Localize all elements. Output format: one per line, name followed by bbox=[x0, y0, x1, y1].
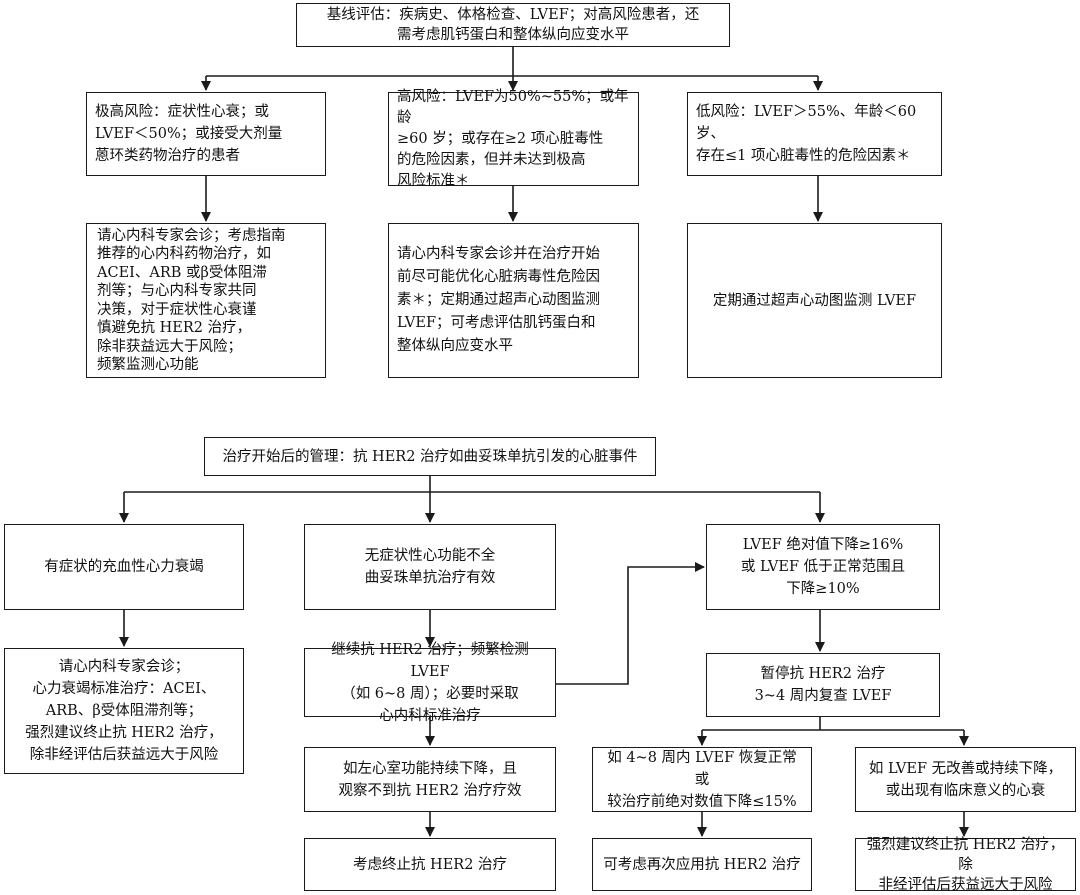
strongly-recommend-stop-box: 强烈建议终止抗 HER2 治疗，除 非经评估后获益远大于风险 bbox=[855, 837, 1076, 893]
symptomatic-action-box: 请心内科专家会诊； 心力衰竭标准治疗：ACEI、 ARB、β受体阻滞剂等； 强烈… bbox=[4, 648, 244, 774]
asymptomatic-dysfunction-box: 无症状性心功能不全 曲妥珠单抗治疗有效 bbox=[304, 524, 556, 610]
baseline-assessment-box: 基线评估：疾病史、体格检查、LVEF；对高风险患者，还 需考虑肌钙蛋白和整体纵向… bbox=[296, 3, 730, 47]
low-risk-action-box: 定期通过超声心动图监测 LVEF bbox=[687, 223, 942, 378]
consider-stop-box: 考虑终止抗 HER2 治疗 bbox=[304, 838, 556, 891]
no-improvement-box: 如 LVEF 无改善或持续下降， 或出现有临床意义的心衰 bbox=[855, 747, 1076, 812]
low-risk-box: 低风险：LVEF＞55%、年龄＜60 岁、 存在≤1 项心脏毒性的危险因素＊ bbox=[687, 92, 942, 176]
continue-treatment-box: 继续抗 HER2 治疗；频繁检测 LVEF （如 6~8 周）；必要时采取 心内… bbox=[304, 642, 556, 724]
pause-treatment-box: 暂停抗 HER2 治疗 3~4 周内复查 LVEF bbox=[706, 653, 940, 717]
very-high-risk-action-box: 请心内科专家会诊；考虑指南 推荐的心内科药物治疗，如 ACEI、ARB 或β受体… bbox=[86, 223, 326, 378]
arrow bbox=[556, 562, 705, 685]
high-risk-action-box: 请心内科专家会诊并在治疗开始 前尽可能优化心脏病毒性危险因 素＊；定期通过超声心… bbox=[388, 223, 639, 378]
lvef-decline-criteria-box: LVEF 绝对值下降≥16% 或 LVEF 低于正常范围且 下降≥10% bbox=[706, 524, 940, 610]
reapply-treatment-box: 可考虑再次应用抗 HER2 治疗 bbox=[592, 838, 812, 891]
high-risk-box: 高风险：LVEF为50%~55%；或年龄 ≥60 岁；或存在≥2 项心脏毒性 的… bbox=[388, 89, 639, 189]
post-treatment-management-box: 治疗开始后的管理：抗 HER2 治疗如曲妥珠单抗引发的心脏事件 bbox=[204, 437, 656, 476]
persistent-decline-box: 如左心室功能持续下降，且 观察不到抗 HER2 治疗疗效 bbox=[304, 747, 556, 812]
symptomatic-heart-failure-box: 有症状的充血性心力衰竭 bbox=[4, 524, 244, 610]
lvef-recovered-box: 如 4~8 周内 LVEF 恢复正常或 较治疗前绝对数值下降≤15% bbox=[592, 747, 812, 812]
very-high-risk-box: 极高风险：症状性心衰；或 LVEF＜50%；或接受大剂量 蒽环类药物治疗的患者 bbox=[86, 92, 326, 176]
